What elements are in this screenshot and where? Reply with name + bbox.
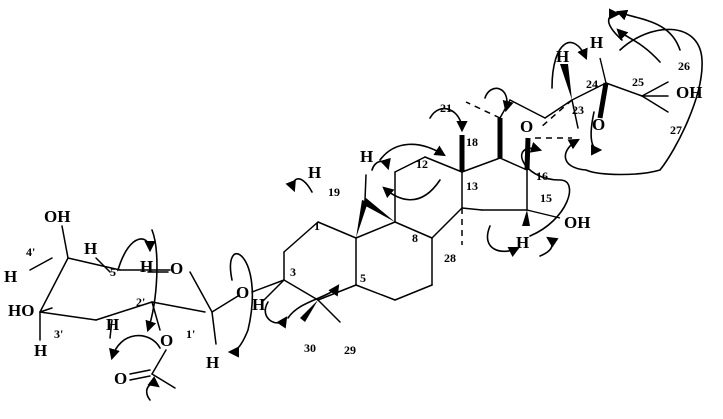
atom-h-ring: H [140,257,153,276]
label-5: 5 [360,271,366,285]
ring-d [461,137,561,226]
label-3: 3 [290,265,296,279]
atom-o-ester: O [160,331,173,350]
atom-o-glycosidic: O [236,283,249,302]
label-18: 18 [466,135,478,149]
ring-c [394,135,465,239]
label-21: 21 [440,101,452,115]
atom-h-5p: H [84,239,97,258]
label-24: 24 [586,77,598,91]
label-12: 12 [416,157,428,171]
label-8: 8 [412,231,418,245]
label-2p: 2' [136,295,145,309]
carbon-numbers: 4' 5' 2' 3' 1' 1 3 5 8 12 13 15 16 18 19… [26,59,690,357]
atom-h-24: H [590,33,603,52]
label-15: 15 [540,191,552,205]
atom-h-19: H [308,163,321,182]
side-chain [465,57,669,158]
label-25: 25 [632,75,644,89]
label-16: 16 [536,169,548,183]
label-3p: 3' [54,327,63,341]
label-1p: 1' [186,327,195,341]
atom-labels: OH H H H O HO H H O O H O H H H H OH O O… [4,33,702,388]
label-26: 26 [678,59,690,73]
atom-h-11: H [360,147,373,166]
acetyl-group [129,349,176,389]
cyclopropane-19 [356,174,395,238]
atom-h-1p: H [206,353,219,372]
label-27: 27 [670,123,682,137]
atom-o-16: O [520,117,533,136]
label-19: 19 [328,185,340,199]
label-29: 29 [344,343,356,357]
atom-h-15: H [516,233,529,252]
atom-h-3: H [252,295,265,314]
gem-dimethyl-c4 [300,299,341,323]
label-4p: 4' [26,245,35,259]
atom-o-carbonyl: O [114,369,127,388]
atom-oh-15: OH [564,213,590,232]
atom-oh-25: OH [676,83,702,102]
ring-a [251,221,357,303]
atom-h-3p: H [34,341,47,360]
sugar-ring [29,225,239,345]
label-5p: 5' [110,265,119,279]
atom-h-23: H [556,47,569,66]
label-28: 28 [444,251,456,265]
atom-o-ring: O [170,259,183,278]
label-13: 13 [466,179,478,193]
atom-oh-4p: OH [44,207,70,226]
atom-h-4p: H [4,267,17,286]
label-30: 30 [304,341,316,355]
label-23: 23 [572,103,584,117]
atom-h-2p: H [106,315,119,334]
label-1: 1 [314,219,320,233]
correlation-arrows [109,8,703,401]
atom-ho-3p: HO [8,301,34,320]
ring-b [355,221,433,301]
atom-o-24: O [592,115,605,134]
